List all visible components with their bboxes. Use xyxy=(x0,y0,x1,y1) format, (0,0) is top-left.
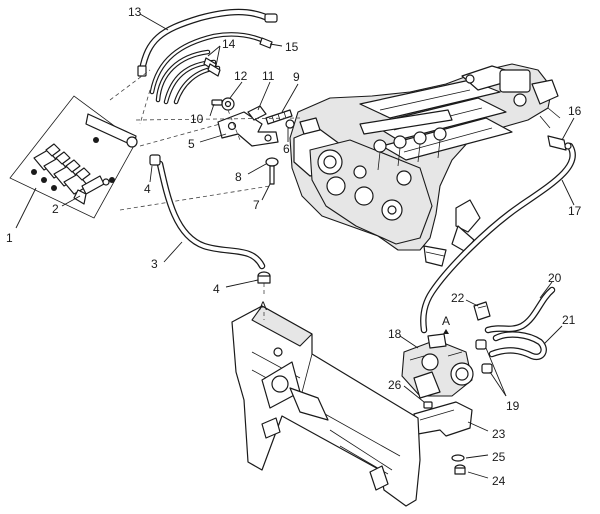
hose-14-group xyxy=(155,49,221,105)
callout-11: 11 xyxy=(262,69,275,83)
callout-22: 22 xyxy=(451,291,465,305)
callout-1: 1 xyxy=(6,231,13,245)
callout-2: 2 xyxy=(52,202,59,216)
callout-7: 7 xyxy=(253,198,260,212)
nut-6 xyxy=(285,119,295,129)
marker-a-left: A xyxy=(259,299,267,313)
callout-24: 24 xyxy=(492,474,506,488)
callout-19: 19 xyxy=(506,399,520,413)
connection-markers: A A xyxy=(259,299,450,334)
bolt-10 xyxy=(211,99,223,106)
hose-3 xyxy=(156,160,266,270)
hose-13 xyxy=(137,8,278,77)
callout-6: 6 xyxy=(283,142,290,156)
washer-12 xyxy=(221,97,235,111)
gas-injector-group xyxy=(31,143,115,195)
callout-10: 10 xyxy=(190,112,204,126)
bracket-23 xyxy=(413,401,473,437)
washer-25 xyxy=(451,454,465,462)
clamp-4-lower xyxy=(257,271,271,284)
pressure-sensor xyxy=(73,175,110,205)
screw-26 xyxy=(423,401,433,409)
callout-17: 17 xyxy=(568,204,582,218)
callout-16: 16 xyxy=(568,104,582,118)
part-callouts: 1 2 3 4 4 5 6 7 8 9 10 11 12 13 14 15 16… xyxy=(6,5,582,488)
marker-a-right: A xyxy=(442,314,450,328)
clamps-19 xyxy=(475,339,493,374)
callout-26: 26 xyxy=(388,378,402,392)
body-floor-panel xyxy=(231,305,421,507)
engine-intake-manifold xyxy=(289,63,561,267)
clamp-4-upper xyxy=(149,154,161,166)
callout-8: 8 xyxy=(235,170,242,184)
hose-15 xyxy=(149,32,273,95)
sleeve-11 xyxy=(247,105,267,121)
pressure-regulator-18 xyxy=(401,333,474,399)
clip-22 xyxy=(473,301,491,321)
callout-20: 20 xyxy=(548,271,562,285)
hose-21 xyxy=(488,331,547,361)
pipe-16 xyxy=(547,135,572,151)
nut-24 xyxy=(454,464,466,475)
callout-18: 18 xyxy=(388,327,402,341)
callout-14: 14 xyxy=(222,37,236,51)
callout-4-upper: 4 xyxy=(144,182,151,196)
callout-23: 23 xyxy=(492,427,506,441)
callout-5: 5 xyxy=(188,137,195,151)
callout-3: 3 xyxy=(151,257,158,271)
callout-25: 25 xyxy=(492,450,506,464)
injector-rail-assembly xyxy=(9,95,138,219)
callout-9: 9 xyxy=(293,70,300,84)
callout-15: 15 xyxy=(285,40,299,54)
callout-12: 12 xyxy=(234,69,248,83)
screw-7-washer-8 xyxy=(265,157,279,185)
callout-13: 13 xyxy=(128,5,142,19)
assembly-guide-lines xyxy=(109,69,301,296)
hose-20 xyxy=(484,286,556,334)
hose-17 xyxy=(420,142,576,334)
callout-21: 21 xyxy=(562,313,576,327)
callout-4-lower: 4 xyxy=(213,282,220,296)
bolt-9 xyxy=(265,109,293,125)
leader-lines xyxy=(15,13,575,479)
